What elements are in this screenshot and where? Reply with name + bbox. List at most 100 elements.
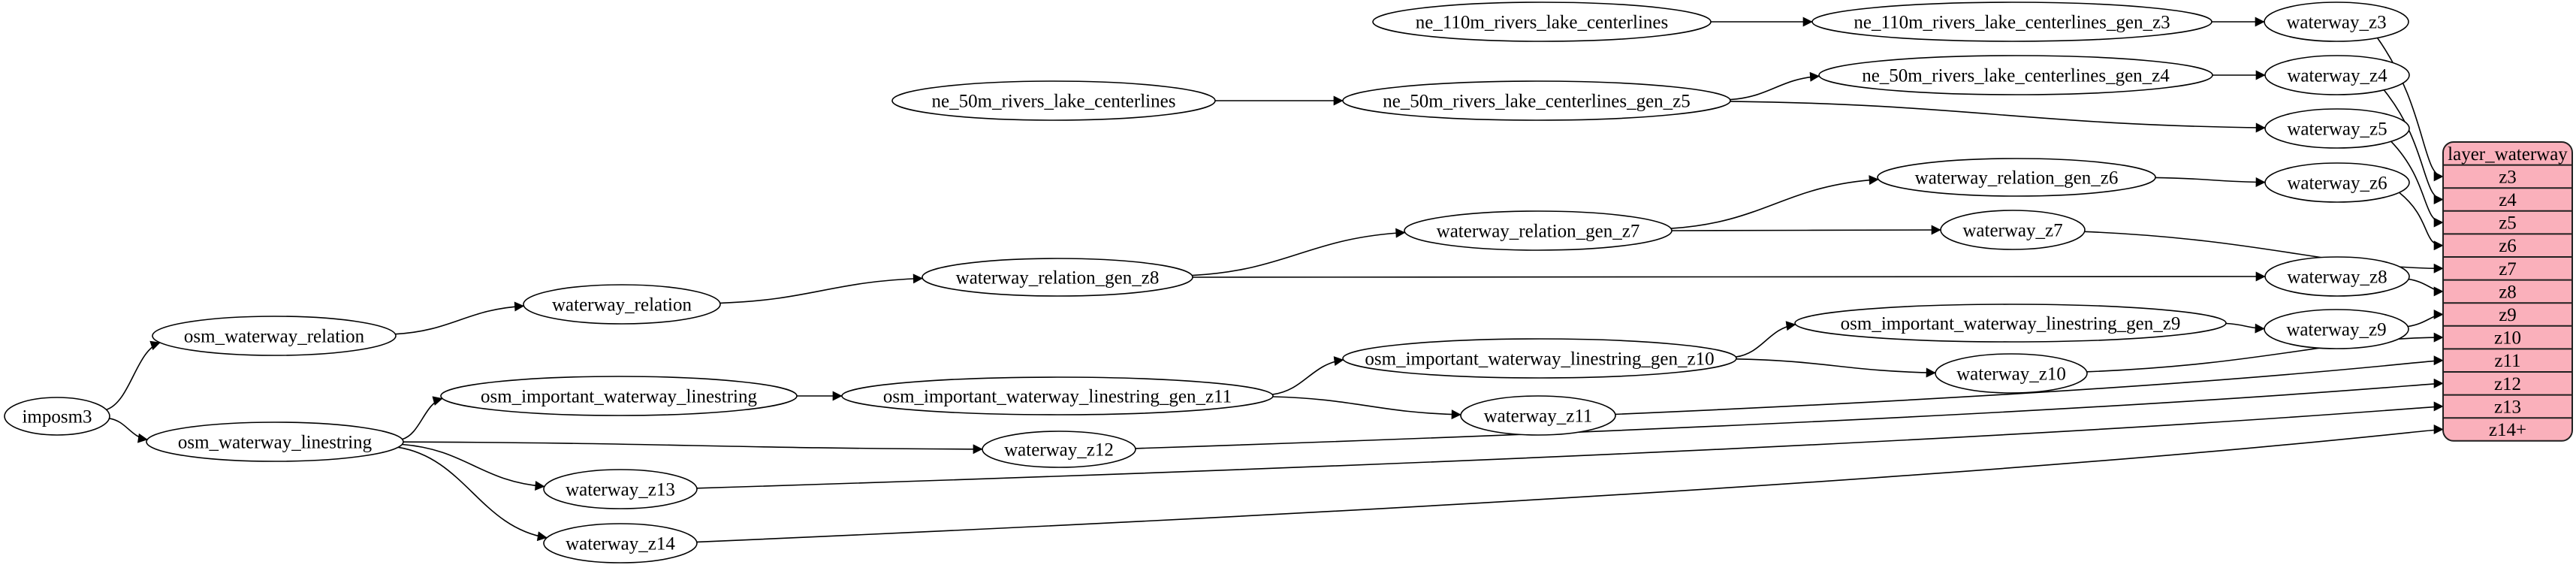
edge-waterway_z3-to-layer_waterway-z3: [2376, 37, 2444, 182]
node-ellipse: [543, 523, 698, 563]
node-ellipse: [1404, 210, 1673, 251]
node-label: osm_waterway_linestring: [178, 433, 373, 453]
node-ellipse: [1342, 80, 1731, 121]
node-ne_50m_rivers_lake_centerlines_gen_z5: ne_50m_rivers_lake_centerlines_gen_z5: [1342, 80, 1731, 121]
node-waterway_z8: waterway_z8: [2264, 256, 2410, 297]
node-ellipse: [1372, 2, 1712, 42]
edge-waterway_z4-to-layer_waterway-z4: [2383, 89, 2444, 204]
node-label: waterway_z13: [566, 480, 675, 500]
node-label: osm_waterway_relation: [184, 327, 365, 347]
node-label: osm_important_waterway_linestring_gen_z1…: [1365, 349, 1714, 370]
node-ellipse: [922, 258, 1193, 297]
edge-imposm3-to-osm_waterway_linestring: [109, 418, 148, 443]
node-ellipse: [1877, 158, 2156, 197]
node-label: waterway_relation_gen_z6: [1915, 168, 2119, 189]
edge-osm_important_waterway_linestring_gen_z10-to-waterway_z10: [1736, 358, 1936, 378]
node-osm_waterway_linestring: osm_waterway_linestring: [146, 421, 404, 462]
node-osm_important_waterway_linestring_gen_z9: osm_important_waterway_linestring_gen_z9: [1794, 304, 2227, 343]
node-ellipse: [1460, 395, 1616, 436]
table-row-label: z6: [2499, 236, 2517, 256]
node-waterway_z12: waterway_z12: [982, 431, 1136, 468]
edge-waterway_z10-to-layer_waterway-z10: [2086, 332, 2444, 373]
edge-osm_waterway_linestring-to-waterway_z13: [402, 443, 545, 491]
edge-osm_waterway_relation-to-waterway_relation: [395, 301, 525, 335]
node-waterway_relation_gen_z7: waterway_relation_gen_z7: [1404, 210, 1673, 251]
node-label: waterway_relation_gen_z7: [1437, 222, 1640, 242]
table-row-label: z9: [2499, 305, 2517, 325]
edge-osm_waterway_linestring-to-waterway_z14: [397, 446, 547, 542]
edge-waterway_relation_gen_z7-to-waterway_z7: [1671, 225, 1941, 235]
node-ellipse: [152, 316, 397, 356]
edge-waterway_z11-to-layer_waterway-z11: [1615, 355, 2444, 415]
node-label: waterway_z9: [2286, 320, 2386, 340]
node-ellipse: [4, 397, 110, 436]
edge-waterway_relation_gen_z7-to-waterway_relation_gen_z6: [1670, 175, 1879, 229]
edge-waterway_z13-to-layer_waterway-z13: [696, 401, 2444, 489]
edge-waterway_relation_gen_z8-to-waterway_z8: [1192, 271, 2266, 282]
node-osm_waterway_relation: osm_waterway_relation: [152, 316, 397, 356]
node-ne_110m_rivers_lake_centerlines: ne_110m_rivers_lake_centerlines: [1372, 2, 1712, 42]
node-label: waterway_relation: [552, 295, 692, 316]
node-osm_important_waterway_linestring: osm_important_waterway_linestring: [440, 376, 798, 416]
edge-osm_waterway_linestring-to-osm_important_waterway_linestring: [402, 396, 443, 440]
table-row-label: z7: [2499, 259, 2517, 279]
node-label: ne_50m_rivers_lake_centerlines_gen_z4: [1862, 66, 2170, 86]
table-row-label: z5: [2499, 213, 2517, 234]
edge-osm_waterway_linestring-to-waterway_z12: [403, 441, 983, 455]
edge-waterway_relation_gen_z6-to-waterway_z6: [2155, 177, 2266, 187]
table-row-label: z4: [2499, 190, 2517, 210]
table-title: layer_waterway: [2448, 144, 2568, 165]
node-label: waterway_z4: [2287, 66, 2387, 86]
node-label: osm_important_waterway_linestring_gen_z1…: [883, 387, 1232, 407]
node-waterway_z9: waterway_z9: [2264, 309, 2409, 349]
edge-ne_50m_rivers_lake_centerlines_gen_z5-to-ne_50m_rivers_lake_centerlines_gen_z4: [1730, 71, 1820, 101]
node-label: waterway_z3: [2286, 13, 2386, 33]
node-ne_50m_rivers_lake_centerlines_gen_z4: ne_50m_rivers_lake_centerlines_gen_z4: [1818, 55, 2213, 95]
node-waterway_relation_gen_z8: waterway_relation_gen_z8: [922, 258, 1193, 297]
node-ellipse: [543, 469, 698, 509]
node-label: ne_50m_rivers_lake_centerlines_gen_z5: [1383, 92, 1691, 112]
node-ellipse: [1794, 304, 2227, 343]
node-label: waterway_z12: [1004, 440, 1114, 461]
node-ne_110m_rivers_lake_centerlines_gen_z3: ne_110m_rivers_lake_centerlines_gen_z3: [1811, 2, 2213, 42]
edge-waterway_z9-to-layer_waterway-z9: [2407, 310, 2444, 328]
table-layer-waterway: layer_waterwayz3z4z5z6z7z8z9z10z11z12z13…: [2442, 141, 2573, 442]
node-ellipse: [2264, 2, 2409, 42]
node-waterway_z11: waterway_z11: [1460, 395, 1616, 436]
node-label: waterway_z8: [2287, 267, 2387, 288]
edge-waterway_z8-to-layer_waterway-z8: [2408, 278, 2444, 297]
edge-ne_50m_rivers_lake_centerlines_gen_z5-to-waterway_z5: [1730, 101, 2266, 133]
node-ellipse: [2264, 162, 2410, 203]
node-waterway_z13: waterway_z13: [543, 469, 698, 509]
node-label: waterway_z11: [1484, 406, 1593, 427]
node-label: osm_important_waterway_linestring_gen_z9: [1841, 314, 2181, 334]
node-ellipse: [2264, 108, 2410, 149]
node-osm_important_waterway_linestring_gen_z11: osm_important_waterway_linestring_gen_z1…: [841, 376, 1274, 415]
node-label: waterway_relation_gen_z8: [956, 268, 1160, 289]
node-ellipse: [891, 80, 1216, 121]
edge-osm_important_waterway_linestring_gen_z10-to-osm_important_waterway_linestring_gen_z9: [1736, 321, 1796, 358]
node-waterway_z3: waterway_z3: [2264, 2, 2409, 42]
node-ellipse: [1935, 353, 2088, 394]
node-waterway_z14: waterway_z14: [543, 523, 698, 563]
node-label: waterway_z10: [1956, 364, 2066, 385]
edge-waterway_z12-to-layer_waterway-z12: [1135, 378, 2444, 449]
edge-waterway_z5-to-layer_waterway-z5: [2390, 140, 2444, 228]
node-waterway_z10: waterway_z10: [1935, 353, 2088, 394]
node-ellipse: [1940, 210, 2086, 250]
node-ne_50m_rivers_lake_centerlines: ne_50m_rivers_lake_centerlines: [891, 80, 1216, 121]
node-ellipse: [523, 284, 721, 325]
node-label: ne_110m_rivers_lake_centerlines: [1416, 13, 1668, 33]
edge-osm_important_waterway_linestring_gen_z9-to-waterway_z9: [2225, 322, 2265, 334]
node-ellipse: [1342, 338, 1737, 379]
edge-waterway_z6-to-layer_waterway-z6: [2399, 192, 2444, 251]
node-ellipse: [1811, 2, 2213, 42]
node-label: waterway_z14: [566, 534, 675, 554]
node-waterway_relation: waterway_relation: [523, 284, 721, 325]
edge-osm_important_waterway_linestring_gen_z11-to-osm_important_waterway_linestring_gen_z10: [1271, 356, 1344, 395]
table-row-label: z3: [2499, 167, 2517, 187]
edge-waterway_relation_gen_z8-to-waterway_relation_gen_z7: [1192, 228, 1406, 276]
node-waterway_z4: waterway_z4: [2264, 55, 2410, 95]
node-label: ne_50m_rivers_lake_centerlines: [932, 92, 1176, 112]
